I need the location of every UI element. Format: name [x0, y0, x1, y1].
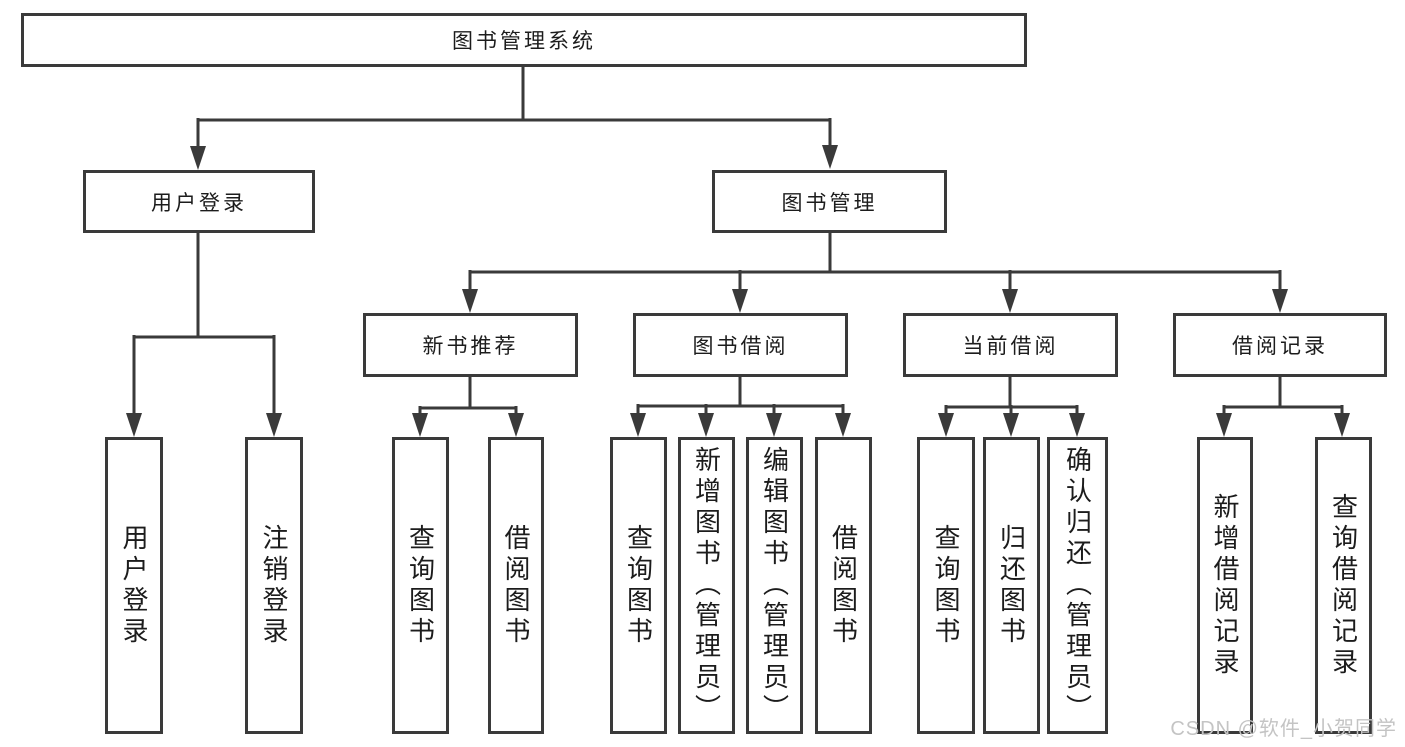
csdn-watermark: CSDN @软件_小贺同学	[1170, 718, 1397, 740]
connector-paths	[132, 67, 1344, 417]
node-book-borrow: 图书借阅	[633, 313, 848, 377]
leaf-recommend-query-books: 查询图书	[392, 437, 449, 734]
leaf-records-add-record: 新增借阅记录	[1197, 437, 1253, 734]
leaf-label: 用户登录	[119, 523, 149, 648]
node-current-borrow: 当前借阅	[903, 313, 1118, 377]
node-label: 图书管理系统	[452, 30, 596, 53]
node-root-library-system: 图书管理系统	[21, 13, 1027, 67]
leaf-current-return-books: 归还图书	[983, 437, 1040, 734]
leaf-label: 查询借阅记录	[1328, 492, 1359, 679]
leaf-label: 新增借阅记录	[1210, 492, 1240, 679]
node-label: 用户登录	[151, 191, 247, 215]
leaf-label: 归还图书	[996, 523, 1027, 648]
leaf-user-login: 用户登录	[105, 437, 163, 734]
node-borrow-records: 借阅记录	[1173, 313, 1387, 377]
node-label: 当前借阅	[962, 335, 1059, 358]
node-label: 图书借阅	[692, 335, 789, 358]
leaf-label: 借阅图书	[828, 523, 859, 648]
leaf-label: 查询图书	[405, 523, 436, 648]
leaf-current-confirm-return-admin: 确认归还（管理员）	[1047, 437, 1108, 734]
node-user-login: 用户登录	[83, 170, 315, 233]
leaf-label: 借阅图书	[501, 523, 531, 648]
leaf-label: 编辑图书（管理员）	[759, 446, 790, 725]
leaf-borrow-query-books: 查询图书	[610, 437, 667, 734]
leaf-label: 查询图书	[931, 523, 961, 648]
leaf-borrow-edit-books-admin: 编辑图书（管理员）	[746, 437, 803, 734]
leaf-records-query-record: 查询借阅记录	[1315, 437, 1372, 734]
node-new-book-recommend: 新书推荐	[363, 313, 578, 377]
leaf-label: 新增图书（管理员）	[691, 446, 722, 725]
leaf-label: 查询图书	[623, 523, 654, 648]
node-label: 新书推荐	[422, 335, 519, 358]
leaf-borrow-add-books-admin: 新增图书（管理员）	[678, 437, 735, 734]
leaf-logout: 注销登录	[245, 437, 303, 734]
connector-arrowheads	[126, 145, 1350, 437]
leaf-label: 确认归还（管理员）	[1062, 446, 1093, 725]
node-book-management: 图书管理	[712, 170, 947, 233]
leaf-recommend-borrow-books: 借阅图书	[488, 437, 544, 734]
node-label: 图书管理	[781, 191, 878, 215]
node-label: 借阅记录	[1232, 335, 1328, 358]
leaf-current-query-books: 查询图书	[917, 437, 975, 734]
leaf-borrow-borrow-books: 借阅图书	[815, 437, 872, 734]
leaf-label: 注销登录	[259, 523, 289, 648]
